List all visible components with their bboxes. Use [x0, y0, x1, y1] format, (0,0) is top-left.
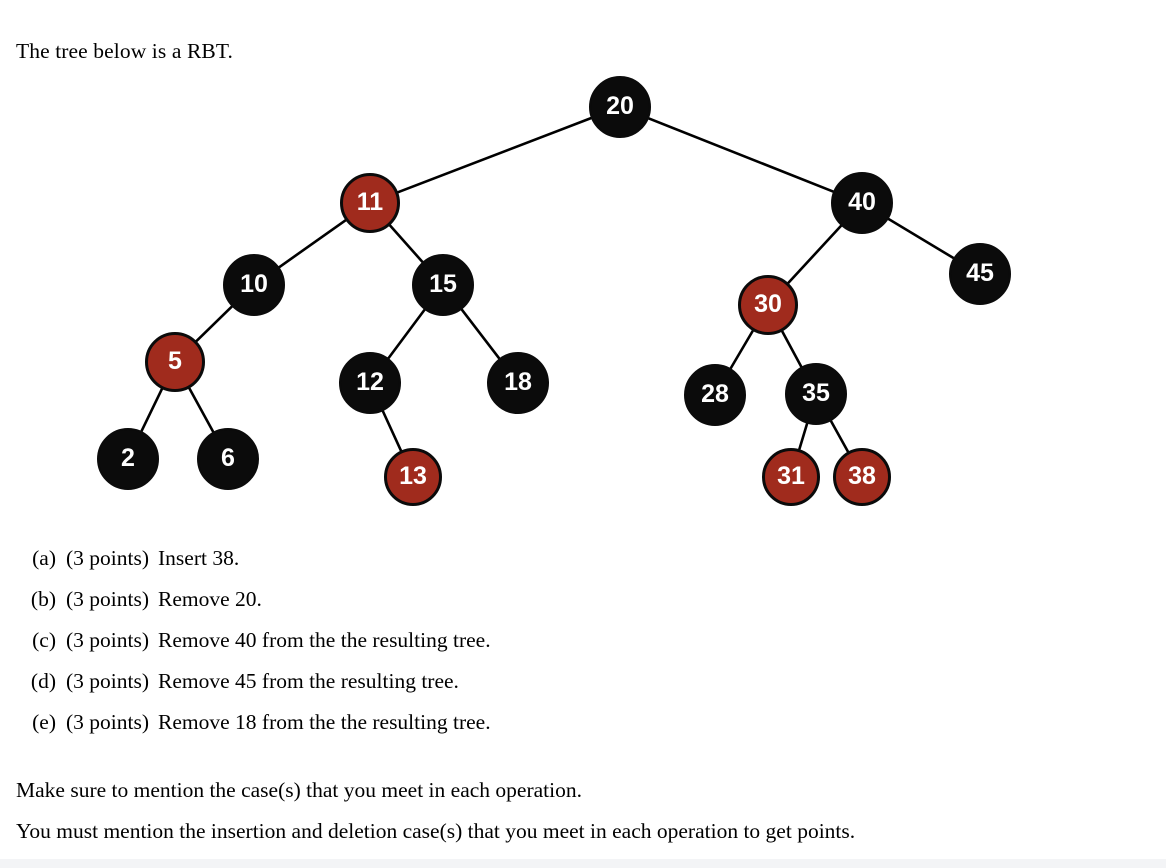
question-list: (a) (3 points) Insert 38. (b) (3 points) Remo… [18, 538, 1138, 743]
tree-edge [380, 408, 404, 454]
tree-node-label: 30 [754, 289, 782, 318]
tree-node-15: 15 [412, 254, 474, 316]
question-text: Remove 18 from the the resulting tree. [158, 710, 491, 734]
tree-edge [459, 306, 502, 362]
tree-edge [785, 223, 844, 286]
tree-node-label: 38 [848, 461, 876, 490]
tree-edge [394, 116, 595, 195]
tree-node-label: 12 [356, 367, 384, 396]
instruction-paragraph-2: You must mention the insertion and delet… [16, 818, 856, 843]
tree-edge [387, 222, 426, 265]
question-label: (a) [32, 546, 56, 570]
rbt-tree-diagram: 20 11 40 10 15 30 45 5 12 18 28 35 2 6 13 31 38 [97, 76, 1011, 506]
tree-edge [779, 328, 804, 370]
tree-edge [139, 385, 165, 435]
question-label: (d) [30, 669, 56, 693]
intro-text: The tree below is a RBT. [16, 38, 233, 63]
tree-node-2: 2 [97, 428, 159, 490]
tree-edges [139, 116, 957, 455]
tree-node-38: 38 [833, 448, 891, 506]
tree-edge [193, 303, 235, 344]
question-label: (e) [32, 710, 56, 734]
tree-node-label: 28 [701, 379, 729, 408]
tree-edge [386, 306, 427, 362]
tree-node-label: 40 [848, 187, 876, 216]
question-text: Insert 38. [158, 546, 240, 570]
question-item: (a) (3 points) Insert 38. [18, 538, 1138, 579]
tree-node-30: 30 [738, 275, 798, 335]
tree-node-13: 13 [384, 448, 442, 506]
tree-node-label: 13 [399, 461, 427, 490]
tree-node-6: 6 [197, 428, 259, 490]
question-item: (b) (3 points) Remove 20. [18, 579, 1138, 620]
tree-node-10: 10 [223, 254, 285, 316]
question-text: Remove 40 from the the resulting tree. [158, 628, 491, 652]
question-points: (3 points) [66, 546, 150, 570]
page-bottom-band [0, 859, 1166, 868]
tree-node-label: 18 [504, 367, 532, 396]
question-label: (b) [30, 587, 56, 611]
tree-edge [885, 216, 957, 261]
tree-node-label: 11 [356, 187, 384, 216]
tree-node-5: 5 [145, 332, 205, 392]
question-item: (d) (3 points) Remove 45 from the resultin… [18, 661, 1138, 702]
tree-node-11: 11 [340, 173, 400, 233]
tree-node-35: 35 [785, 363, 847, 425]
question-text: Remove 20. [158, 587, 262, 611]
tree-node-20: 20 [589, 76, 651, 138]
tree-edge [797, 420, 809, 453]
question-item: (c) (3 points) Remove 40 from the the resu… [18, 620, 1138, 661]
tree-node-label: 35 [802, 378, 830, 407]
question-points: (3 points) [66, 628, 150, 652]
tree-node-label: 15 [429, 269, 457, 298]
question-text: Remove 45 from the resulting tree. [158, 669, 459, 693]
question-points: (3 points) [66, 710, 150, 734]
tree-edge [187, 385, 216, 435]
tree-node-label: 5 [168, 346, 182, 375]
tree-node-28: 28 [684, 364, 746, 426]
question-points: (3 points) [66, 587, 150, 611]
tree-node-18: 18 [487, 352, 549, 414]
tree-node-label: 6 [221, 443, 235, 472]
tree-node-31: 31 [762, 448, 820, 506]
tree-node-label: 10 [240, 269, 268, 298]
tree-node-40: 40 [831, 172, 893, 234]
question-item: (e) (3 points) Remove 18 from the the resu… [18, 702, 1138, 743]
question-points: (3 points) [66, 669, 150, 693]
tree-edge [645, 116, 837, 194]
tree-node-12: 12 [339, 352, 401, 414]
tree-node-label: 45 [966, 258, 994, 287]
tree-node-45: 45 [949, 243, 1011, 305]
tree-node-label: 31 [777, 461, 805, 490]
tree-node-label: 2 [121, 443, 135, 472]
tree-edge [728, 327, 756, 372]
question-label: (c) [32, 628, 56, 652]
tree-edge [276, 217, 349, 270]
tree-node-label: 20 [606, 91, 634, 120]
tree-edge [828, 418, 851, 455]
instruction-paragraph-1: Make sure to mention the case(s) that yo… [16, 777, 582, 802]
